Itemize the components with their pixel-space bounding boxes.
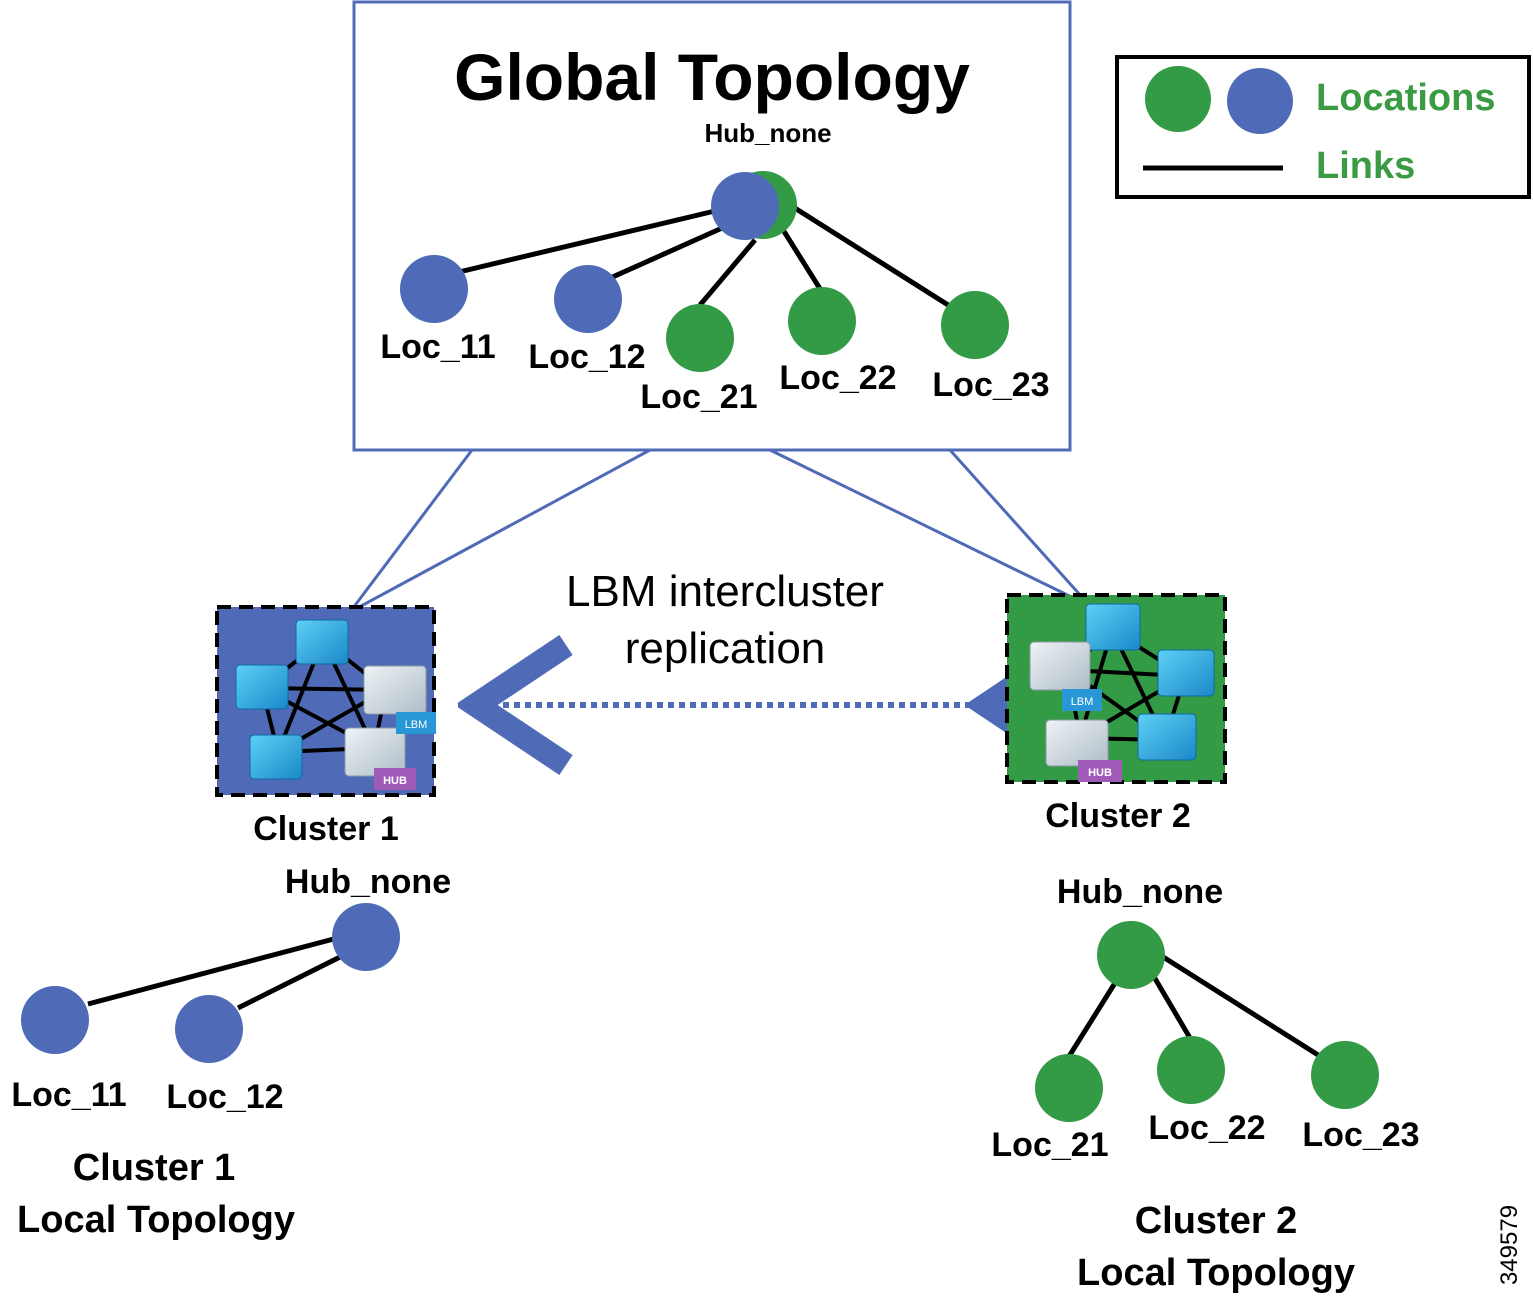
global-loc-21-label: Loc_21 (640, 378, 757, 416)
frame-connectors (348, 448, 1092, 614)
cluster1-box: LBM HUB (215, 605, 436, 797)
global-hub-node-blue (711, 172, 779, 240)
global-loc-11-label: Loc_11 (380, 328, 495, 366)
cluster2-name: Cluster 2 (1045, 797, 1191, 835)
cluster2-loc-23-node (1311, 1041, 1379, 1109)
global-topology-frame (352, 0, 1072, 452)
cluster2-hub-label: Hub_none (1057, 873, 1223, 911)
cluster1-loc-12-node (175, 995, 243, 1063)
lbm-badge-label: LBM (405, 719, 428, 731)
cluster2-caption-line1: Cluster 2 (1135, 1200, 1298, 1242)
legend-green-dot (1145, 66, 1211, 132)
cluster1-loc-12-label: Loc_12 (166, 1078, 283, 1116)
lbm-badge-label: LBM (1071, 696, 1094, 708)
cluster1-loc-11-node (21, 986, 89, 1054)
cluster2-box: LBM HUB (1005, 593, 1227, 784)
link (236, 949, 352, 1011)
legend-links-label: Links (1316, 145, 1415, 187)
cluster2-hub-node (1097, 921, 1165, 989)
cluster2-loc-22-label: Loc_22 (1148, 1109, 1265, 1147)
global-loc-22-node (788, 287, 856, 355)
global-loc-11-node (400, 255, 468, 323)
cluster1-caption-line2: Local Topology (17, 1199, 295, 1241)
link (1065, 973, 1123, 1060)
link (698, 238, 757, 307)
cluster2-caption-line2: Local Topology (1077, 1252, 1355, 1294)
link (1147, 968, 1193, 1040)
connector (948, 448, 1092, 608)
legend-locations-label: Locations (1316, 77, 1495, 119)
legend-blue-dot (1227, 68, 1293, 134)
hub-badge (1078, 760, 1122, 782)
cluster2-loc-21-node (1035, 1054, 1103, 1122)
global-loc-12-label: Loc_12 (528, 338, 645, 376)
server-icon (235, 619, 427, 780)
hub-badge (374, 768, 416, 790)
cluster1-hub-label: Hub_none (285, 863, 451, 901)
cluster2-loc-21-label: Loc_21 (991, 1126, 1108, 1164)
link (777, 223, 825, 294)
link (433, 202, 741, 281)
cluster1-hub-node (332, 903, 400, 971)
cluster1-loc-11-label: Loc_11 (11, 1076, 126, 1114)
replication-label-line2: replication (625, 624, 826, 673)
connector (769, 448, 1091, 608)
global-loc-12-node (554, 265, 622, 333)
global-loc-22-label: Loc_22 (779, 359, 896, 397)
lbm-badge (396, 712, 436, 734)
lbm-badge (1062, 689, 1102, 711)
connector (349, 448, 651, 614)
global-hub-label: Hub_none (704, 118, 831, 148)
cluster2-loc-22-node (1157, 1036, 1225, 1104)
cluster1-links (87, 933, 352, 1011)
cluster1-name: Cluster 1 (253, 810, 399, 848)
hub-badge-label: HUB (1088, 767, 1112, 779)
cluster2-loc-23-label: Loc_23 (1302, 1116, 1419, 1154)
page-title: Global Topology (454, 40, 970, 114)
link (87, 933, 346, 1007)
link (788, 202, 977, 325)
cluster2-links (1065, 952, 1347, 1075)
global-loc-23-label: Loc_23 (932, 366, 1049, 404)
global-loc-21-node (666, 304, 734, 372)
link (1158, 952, 1347, 1075)
global-loc-23-node (941, 291, 1009, 359)
hub-badge-label: HUB (383, 775, 407, 787)
figure-id: 349579 (1496, 1205, 1523, 1285)
server-icon (1029, 603, 1215, 767)
replication-label-line1: LBM intercluster (566, 567, 884, 616)
connector (348, 449, 474, 613)
cluster1-caption-line1: Cluster 1 (73, 1147, 236, 1189)
